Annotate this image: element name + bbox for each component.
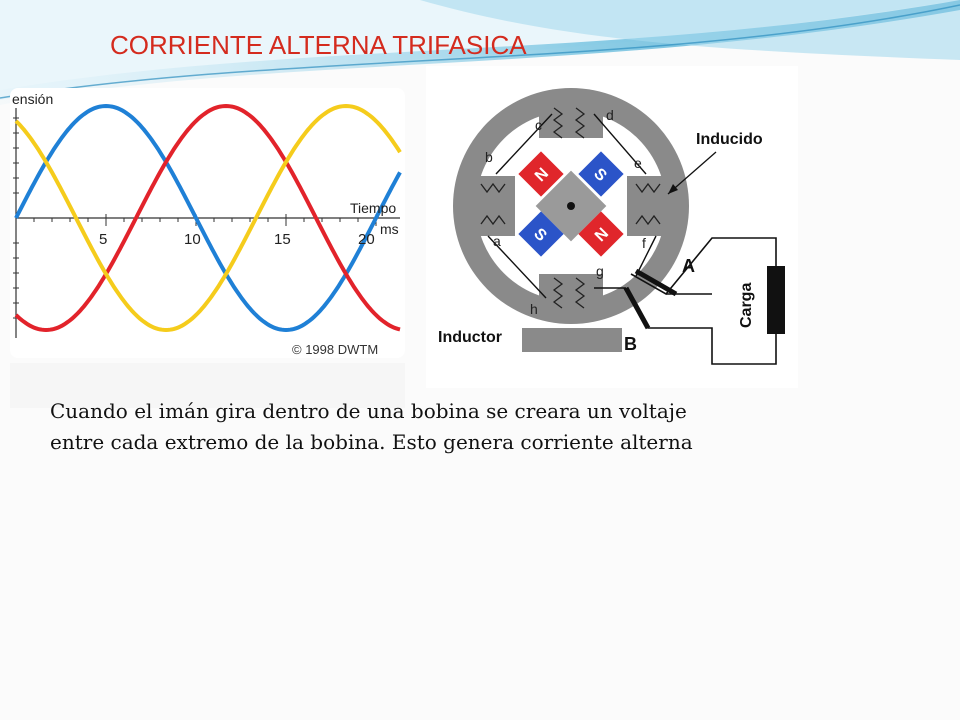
coil-label-h: h xyxy=(530,301,538,317)
magnet-n-bottom xyxy=(578,211,624,257)
coil-label-e: e xyxy=(634,155,642,171)
y-axis-ticks xyxy=(13,117,19,319)
graph-background xyxy=(10,88,405,358)
terminal-b-label: B xyxy=(624,334,637,354)
coil-label-a: a xyxy=(493,233,501,249)
coil-label-c: c xyxy=(535,117,542,133)
internal-wiring xyxy=(487,113,657,299)
slide-title: CORRIENTE ALTERNA TRIFASICA xyxy=(110,30,527,60)
pole-shoes xyxy=(471,106,671,306)
stator-base xyxy=(522,328,622,352)
phase-red-wave xyxy=(14,103,401,333)
x-axis-unit: ms xyxy=(380,221,399,237)
phase-yellow-wave xyxy=(14,103,402,333)
tick-label-15: 15 xyxy=(274,231,291,248)
terminal-a-label: A xyxy=(682,256,695,276)
inductor-label: Inductor xyxy=(438,329,502,346)
load-resistor xyxy=(767,266,785,334)
phase-blue-wave xyxy=(14,103,402,333)
generator-diagram: N S S N a b c d e f g h Inducido Ind xyxy=(426,66,798,388)
tick-label-5: 5 xyxy=(99,231,107,248)
waveform-graph: ensión Tiempo ms 5 10 15 20 © 1998 DWTM xyxy=(10,88,405,408)
body-text: Cuando el imán gira dentro de una bobina… xyxy=(50,399,693,454)
tick-label-10: 10 xyxy=(184,231,201,248)
inducido-arrow xyxy=(667,151,717,195)
load-label: Carga xyxy=(738,283,755,328)
rotor-shaft xyxy=(567,202,575,210)
y-axis-label: ensión xyxy=(12,91,53,107)
brushes xyxy=(623,268,678,330)
header-swoosh xyxy=(0,0,960,105)
x-axis-ticks xyxy=(33,214,377,226)
coil-labels: a b c d e f g h xyxy=(485,107,646,317)
inducido-label: Inducido xyxy=(696,131,763,148)
coil-label-g: g xyxy=(596,263,604,279)
graph-reflection xyxy=(10,363,405,408)
tick-label-20: 20 xyxy=(358,231,375,248)
x-axis-label: Tiempo xyxy=(350,200,396,216)
coil-label-b: b xyxy=(485,149,493,165)
copyright-text: © 1998 DWTM xyxy=(292,342,378,357)
coil-label-f: f xyxy=(642,235,646,251)
coil-windings xyxy=(480,107,661,309)
coil-label-d: d xyxy=(606,107,614,123)
